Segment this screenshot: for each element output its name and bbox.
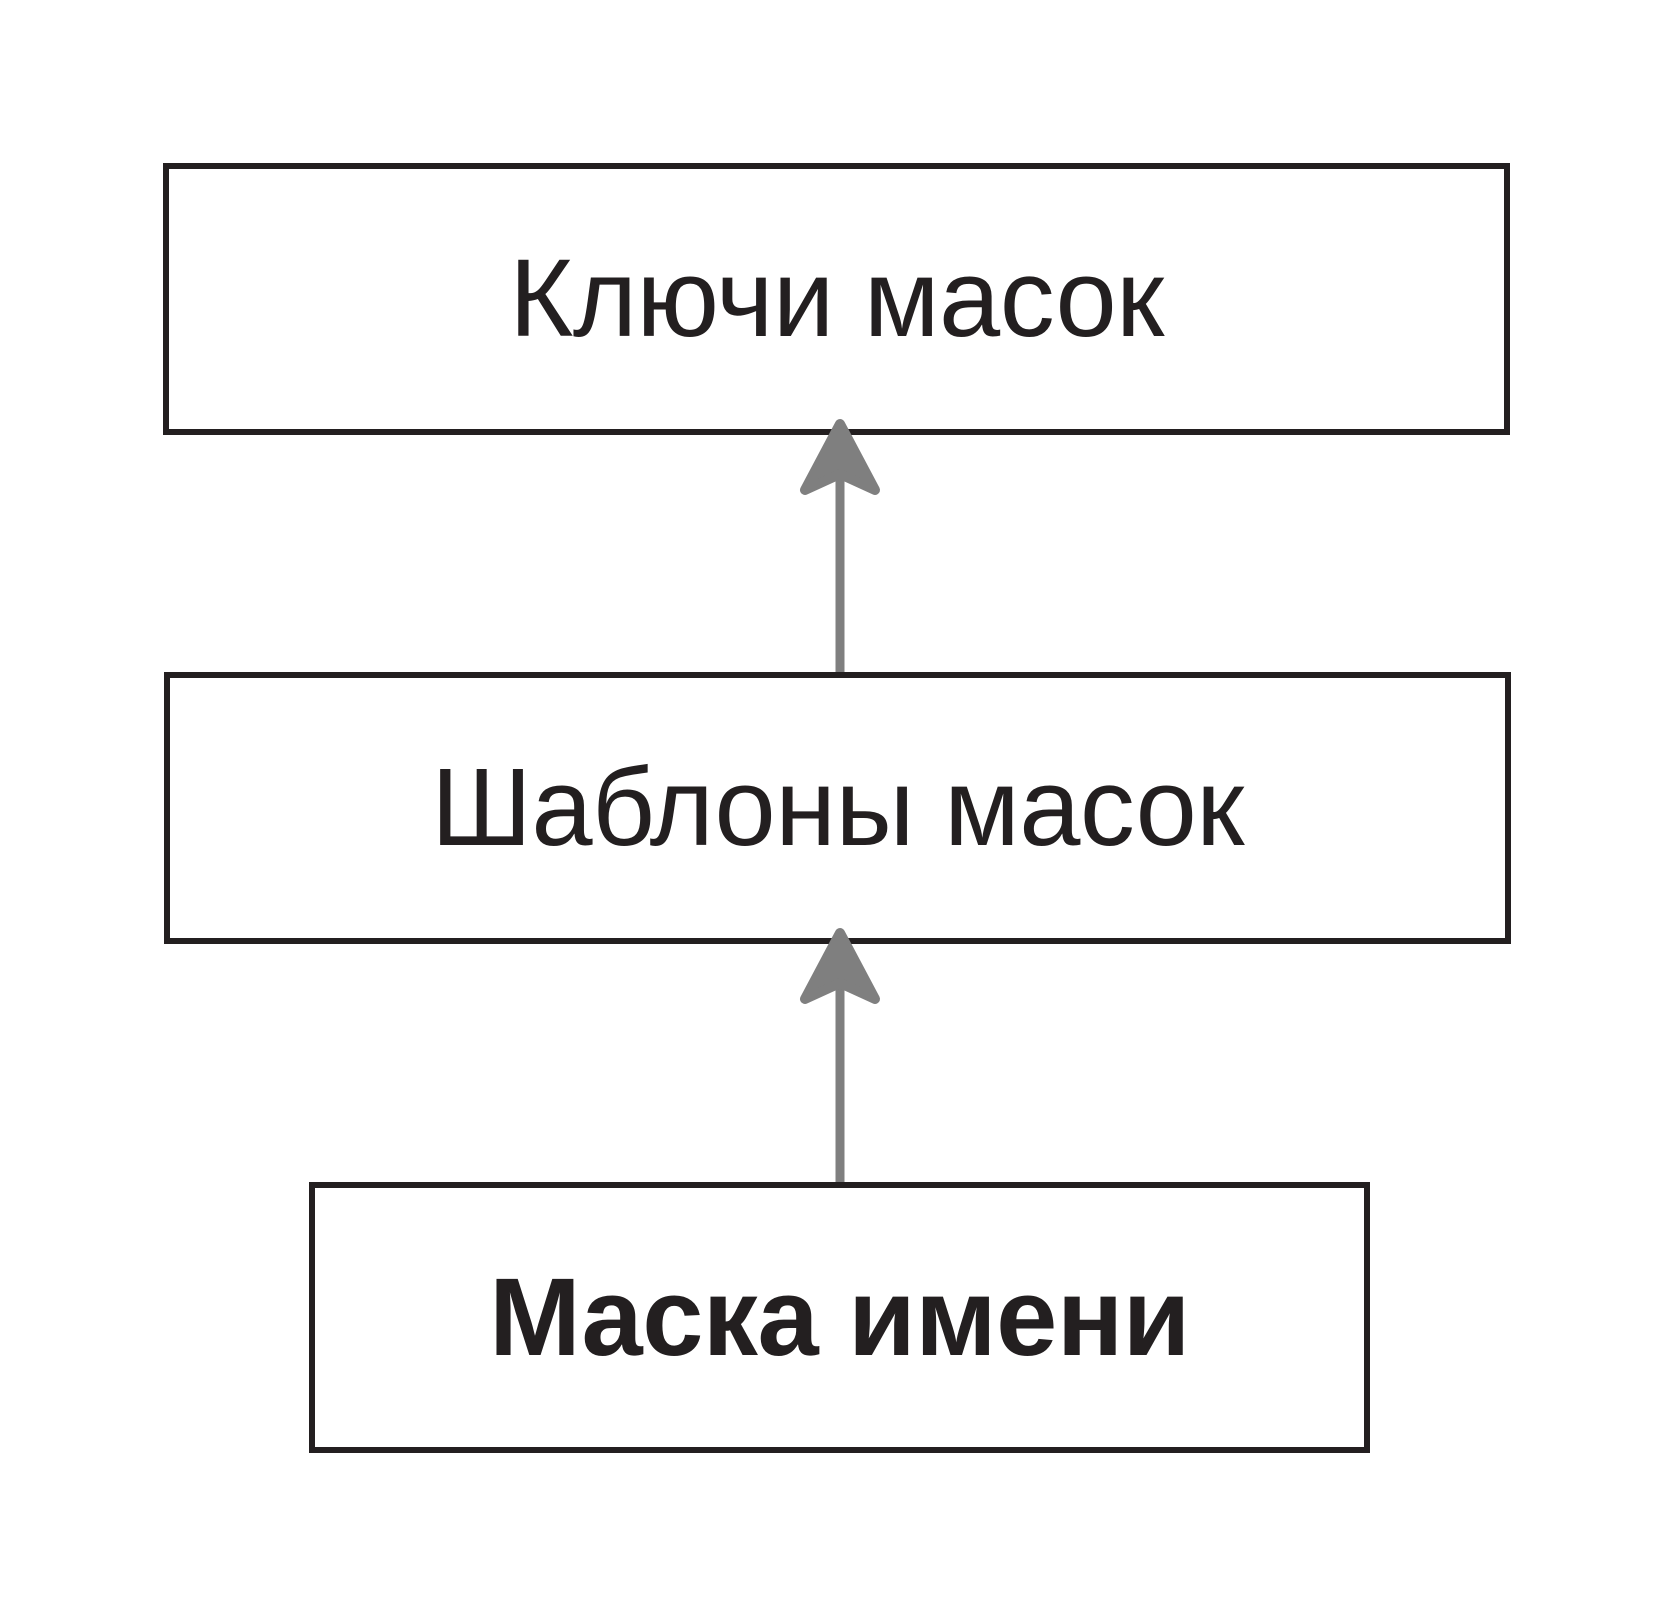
arrow-head-icon xyxy=(800,419,880,495)
node-mask-keys-label: Ключи масок xyxy=(509,237,1164,361)
node-mask-keys[interactable]: Ключи масок xyxy=(163,163,1510,435)
arrow-templates-to-keys xyxy=(800,419,880,680)
arrow-namemask-to-templates xyxy=(800,928,880,1199)
arrow-head-icon xyxy=(800,928,880,1004)
node-mask-templates[interactable]: Шаблоны масок xyxy=(164,672,1511,944)
node-name-mask-label: Маска имени xyxy=(489,1255,1190,1379)
node-mask-templates-label: Шаблоны масок xyxy=(431,746,1244,870)
node-name-mask[interactable]: Маска имени xyxy=(309,1182,1370,1453)
